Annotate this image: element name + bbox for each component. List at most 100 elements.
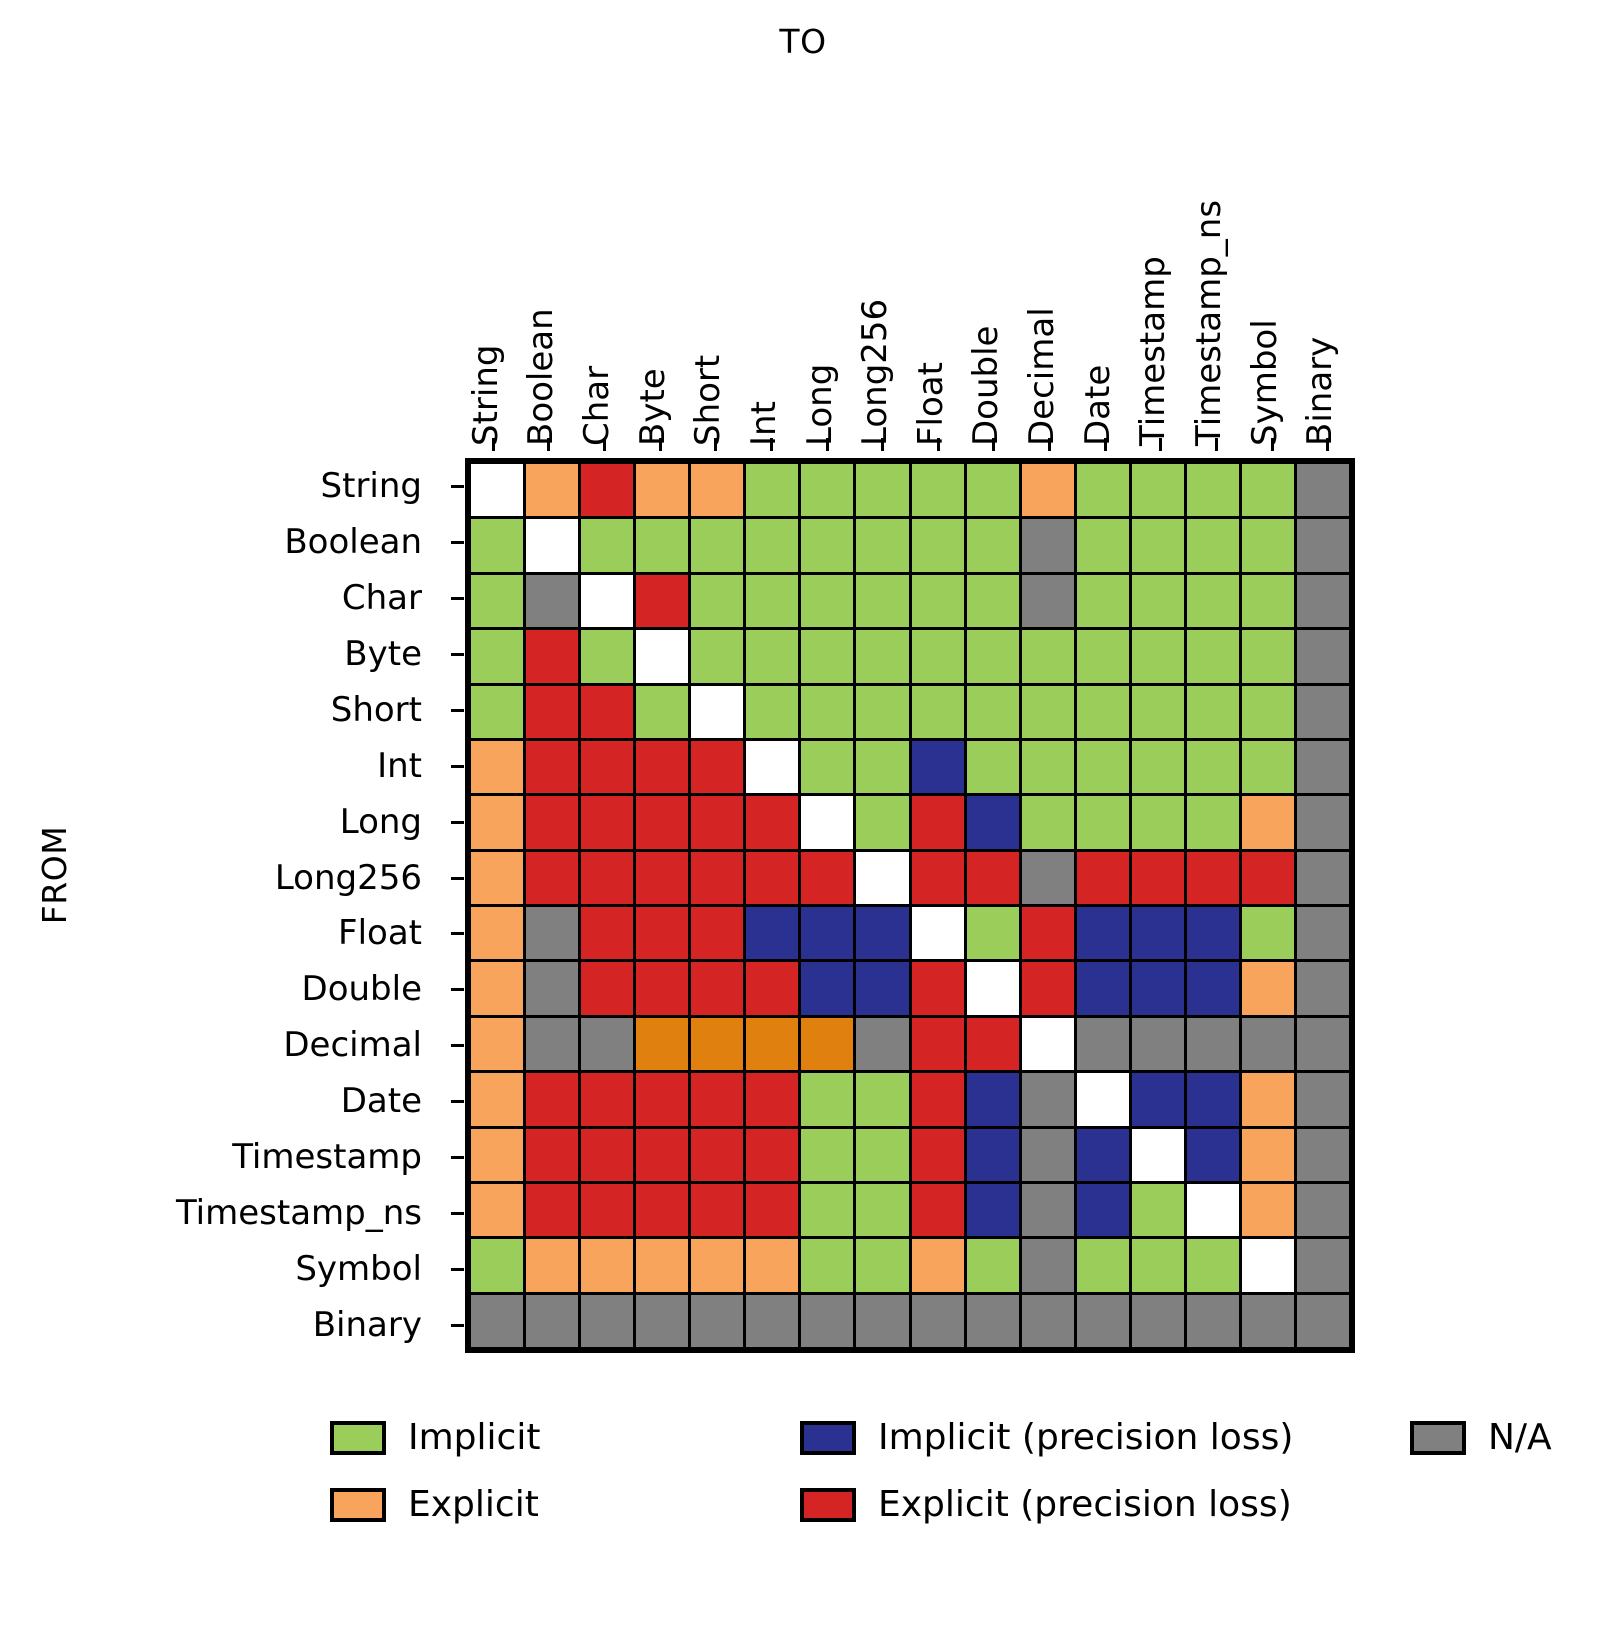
matrix-cell <box>1131 1017 1184 1071</box>
matrix-cell <box>581 1128 634 1181</box>
matrix-cell <box>691 1073 744 1126</box>
matrix-cell <box>1296 740 1349 794</box>
matrix-cell <box>911 962 964 1015</box>
matrix-cell <box>1241 464 1294 517</box>
matrix-cell <box>1241 574 1294 628</box>
matrix-cell <box>966 1183 1019 1237</box>
matrix-cell <box>636 851 689 904</box>
legend-item-explicit_loss: Explicit (precision loss) <box>800 1485 1292 1525</box>
y-tick <box>451 1044 464 1048</box>
y-tick <box>451 540 464 544</box>
matrix-cell <box>746 1294 799 1347</box>
matrix-cell <box>966 519 1019 572</box>
x-tick <box>1270 438 1274 451</box>
matrix-cell <box>1186 1073 1239 1126</box>
matrix-cell <box>581 1017 634 1071</box>
matrix-cell <box>526 740 579 794</box>
matrix-cell <box>636 1294 689 1347</box>
matrix-cell <box>1076 1294 1129 1347</box>
matrix-cell <box>856 685 909 738</box>
x-tick <box>491 438 495 451</box>
matrix-cell <box>526 464 579 517</box>
matrix-cell <box>911 1183 964 1237</box>
matrix-cell <box>911 1239 964 1292</box>
matrix-cell <box>1186 1239 1239 1292</box>
matrix-cell <box>636 574 689 628</box>
matrix-cell <box>1241 1239 1294 1292</box>
matrix-cell <box>746 851 799 904</box>
matrix-cell <box>746 685 799 738</box>
matrix-cell <box>581 630 634 683</box>
matrix-cell <box>1076 796 1129 849</box>
matrix-cell <box>1021 740 1074 794</box>
y-tick <box>451 652 464 656</box>
matrix-cell <box>801 1294 854 1347</box>
matrix-cell <box>746 464 799 517</box>
matrix-cell <box>526 630 579 683</box>
matrix-cell <box>636 962 689 1015</box>
matrix-cell <box>1131 1073 1184 1126</box>
x-tick <box>881 438 885 451</box>
matrix-cell <box>1021 1017 1074 1071</box>
matrix-cell <box>801 1073 854 1126</box>
column-label-string: String <box>465 344 506 446</box>
matrix-cell <box>966 1239 1019 1292</box>
matrix-cell <box>1296 464 1349 517</box>
matrix-cell <box>911 1017 964 1071</box>
matrix-cell <box>691 1128 744 1181</box>
matrix-cell <box>1076 907 1129 960</box>
matrix-cell <box>636 685 689 738</box>
matrix-cell <box>1076 574 1129 628</box>
matrix-cell <box>636 1183 689 1237</box>
axis-title-to: TO <box>779 22 827 61</box>
y-tick <box>451 764 464 768</box>
y-tick <box>451 988 464 992</box>
matrix-cell <box>581 907 634 960</box>
matrix-cell <box>471 1183 524 1237</box>
matrix-cell <box>526 1128 579 1181</box>
matrix-cell <box>746 630 799 683</box>
matrix-cell <box>1076 962 1129 1015</box>
matrix-cell <box>856 1239 909 1292</box>
matrix-cell <box>526 1239 579 1292</box>
matrix-cell <box>526 574 579 628</box>
matrix-cell <box>966 630 1019 683</box>
matrix-cell <box>636 740 689 794</box>
matrix-cell <box>911 796 964 849</box>
matrix-cell <box>1076 1073 1129 1126</box>
matrix-cell <box>1076 630 1129 683</box>
column-label-binary: Binary <box>1300 336 1341 446</box>
matrix-cell <box>746 519 799 572</box>
x-tick <box>1103 438 1107 451</box>
matrix-cell <box>801 1017 854 1071</box>
column-label-timestamp_ns: Timestamp_ns <box>1188 199 1229 446</box>
matrix-cell <box>471 685 524 738</box>
legend-label-na: N/A <box>1488 1417 1552 1458</box>
matrix-cell <box>746 1239 799 1292</box>
matrix-cell <box>746 1073 799 1126</box>
matrix-cell <box>1021 1183 1074 1237</box>
matrix-cell <box>1076 740 1129 794</box>
matrix-cell <box>471 1017 524 1071</box>
matrix-cell <box>966 962 1019 1015</box>
matrix-cell <box>691 1294 744 1347</box>
matrix-cell <box>1186 630 1239 683</box>
column-label-decimal: Decimal <box>1022 307 1063 446</box>
matrix-cell <box>966 740 1019 794</box>
matrix-cell <box>1076 851 1129 904</box>
column-label-char: Char <box>577 365 618 446</box>
y-tick <box>451 1268 464 1272</box>
column-label-float: Float <box>910 362 951 446</box>
row-label-short: Short <box>330 689 422 730</box>
matrix-cell <box>1241 1073 1294 1126</box>
matrix-cell <box>1131 851 1184 904</box>
column-label-double: Double <box>966 325 1007 446</box>
matrix-cell <box>1241 796 1294 849</box>
matrix-cell <box>1186 685 1239 738</box>
matrix-cell <box>856 796 909 849</box>
matrix-cell <box>856 907 909 960</box>
matrix-cell <box>636 630 689 683</box>
matrix-cell <box>1131 907 1184 960</box>
matrix-cell <box>801 1239 854 1292</box>
